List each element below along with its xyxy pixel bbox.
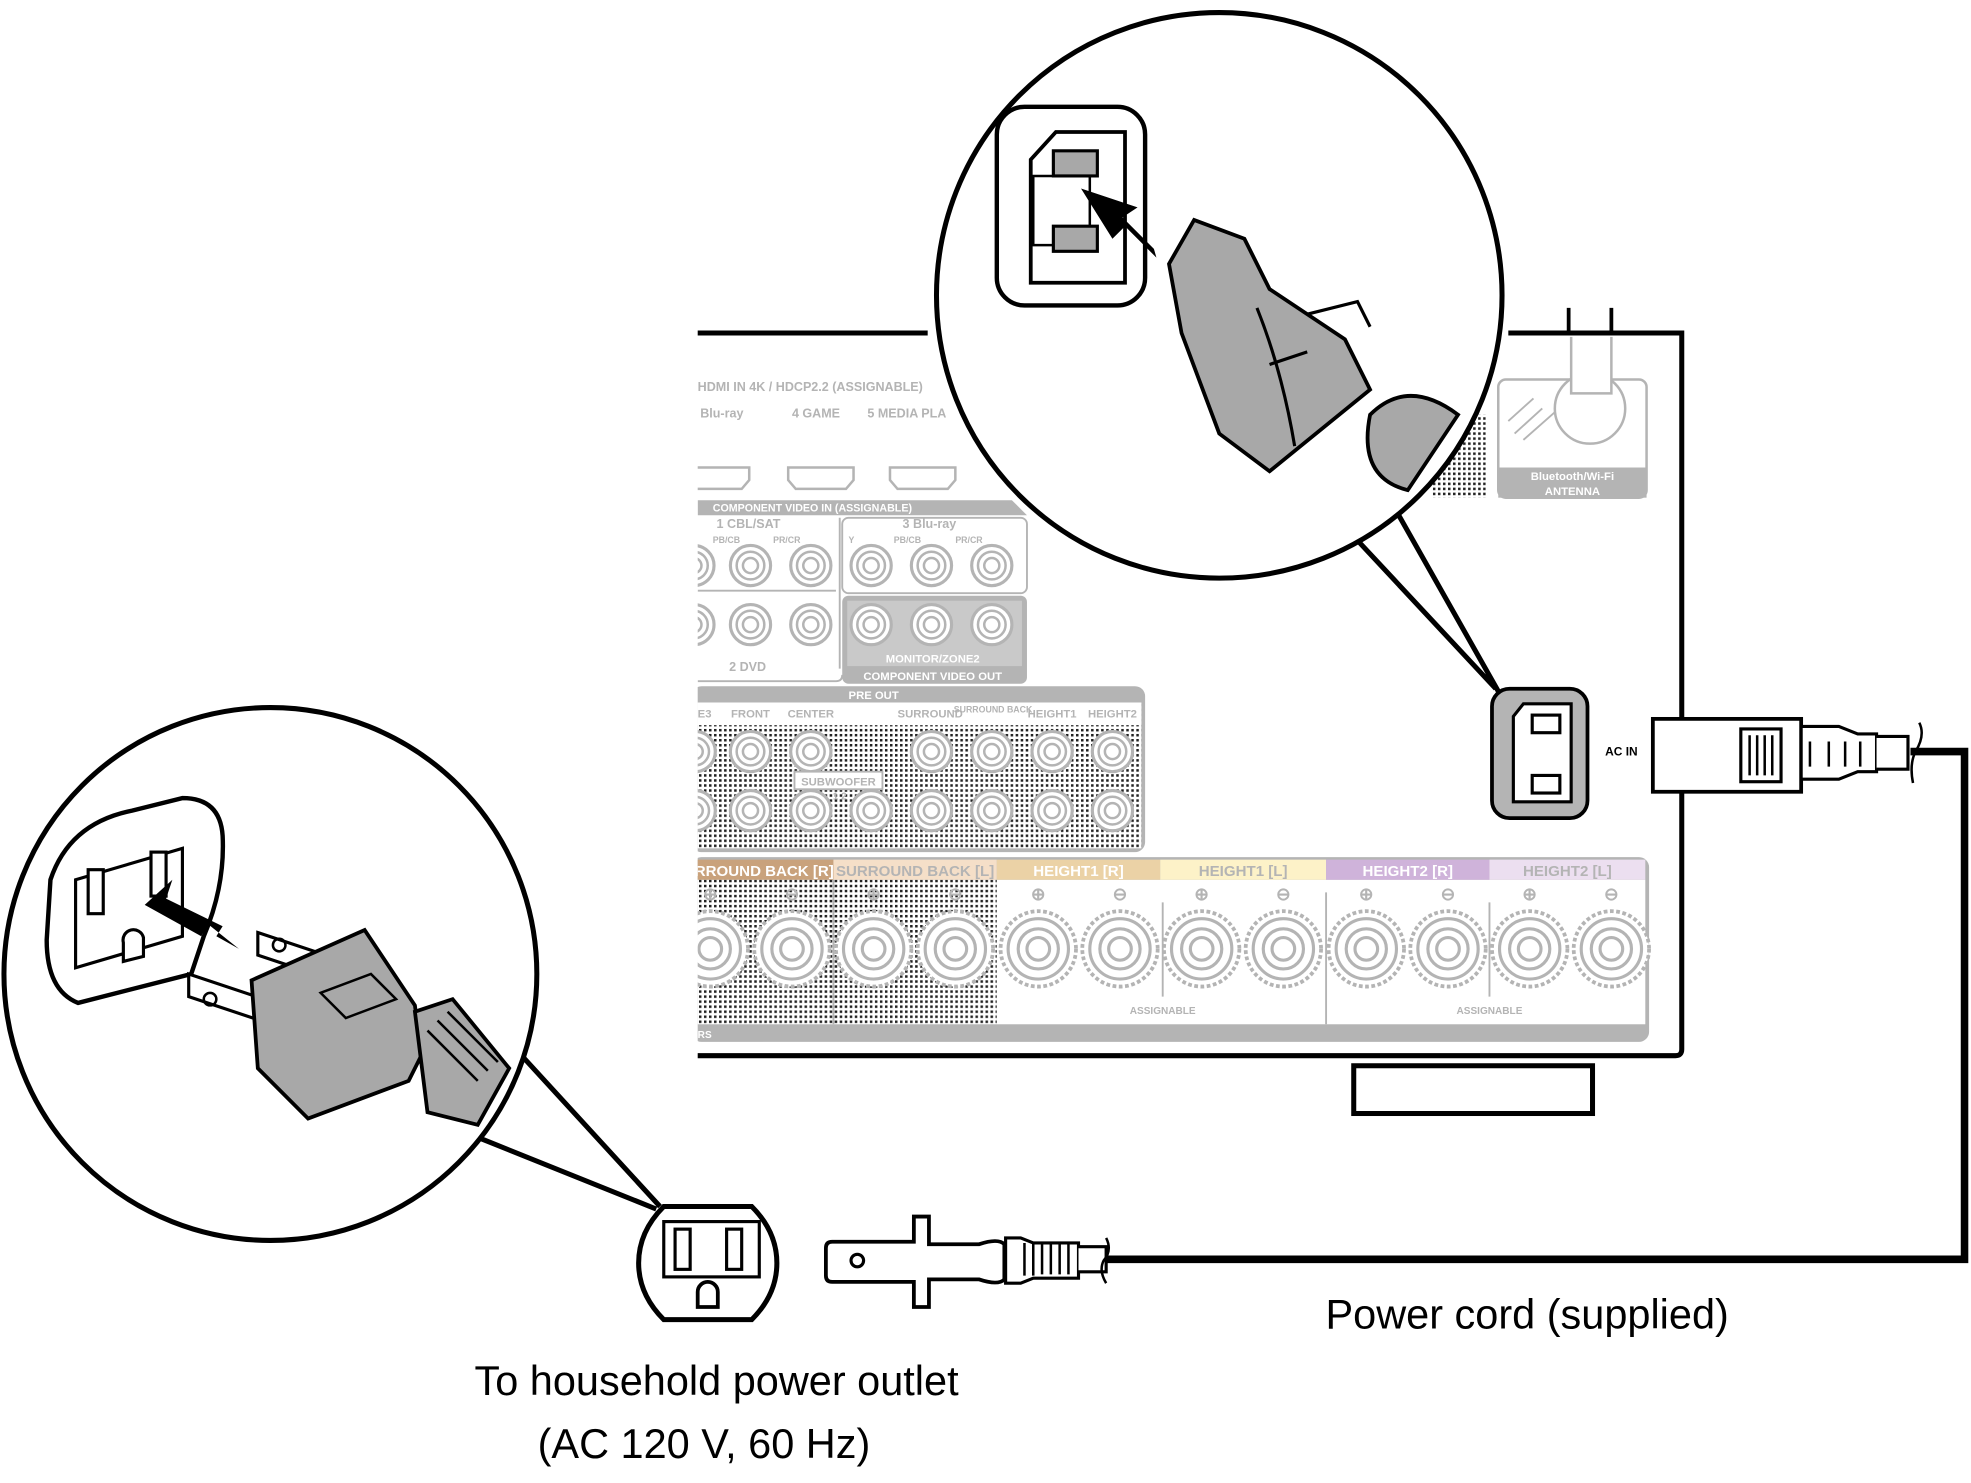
component-group-label: 2 DVD bbox=[729, 660, 766, 674]
assignable-label: ASSIGNABLE bbox=[1130, 1006, 1196, 1017]
speaker-terminals: ⊕ ⊖ ⊕ ⊖ ⊕ ⊖ ⊕ ⊖ ⊕ ⊖ ⊕ ⊖ bbox=[673, 884, 1651, 989]
speaker-terminal[interactable] bbox=[1490, 909, 1570, 989]
pre-out-channel: FRONT bbox=[731, 709, 770, 721]
component-group-label: 3 Blu-ray bbox=[903, 517, 957, 531]
speaker-terminal[interactable] bbox=[998, 909, 1078, 989]
minus-icon: ⊖ bbox=[1604, 884, 1619, 904]
plus-icon: ⊕ bbox=[1359, 884, 1374, 904]
speaker-header: HEIGHT2 [L] bbox=[1489, 859, 1646, 880]
hdmi-input-label: Blu-ray bbox=[700, 406, 743, 420]
component-group-label: 1 CBL/SAT bbox=[717, 517, 781, 531]
ac-in-label: AC IN bbox=[1605, 744, 1637, 758]
minus-icon: ⊖ bbox=[1113, 884, 1128, 904]
insert-arrow-icon bbox=[144, 879, 239, 949]
ac-inlet[interactable] bbox=[1490, 686, 1590, 821]
speaker-terminal[interactable] bbox=[1408, 909, 1488, 989]
jack-label: PB/CB bbox=[713, 535, 740, 545]
speaker-terminal[interactable] bbox=[1571, 909, 1651, 989]
speaker-header-label: HEIGHT1 [L] bbox=[1199, 863, 1288, 880]
component-out-label: COMPONENT VIDEO OUT bbox=[863, 671, 1002, 683]
subwoofer-numbers: 1 2 bbox=[833, 791, 847, 802]
plus-icon: ⊕ bbox=[866, 884, 881, 904]
plus-icon: ⊕ bbox=[1031, 884, 1046, 904]
monitor-zone2-label: MONITOR/ZONE2 bbox=[886, 653, 980, 665]
hdmi-header: HDMI IN 4K / HDCP2.2 (ASSIGNABLE) bbox=[698, 380, 923, 394]
pre-out-header: PRE OUT bbox=[849, 690, 899, 702]
speaker-header-label: HEIGHT2 [R] bbox=[1363, 863, 1453, 880]
pre-out-channel: CENTER bbox=[788, 709, 834, 721]
jack-label: PR/CR bbox=[955, 535, 983, 545]
subwoofer-label: SUBWOOFER bbox=[801, 776, 876, 788]
speaker-header-label: SURROUND BACK [L] bbox=[836, 863, 994, 880]
hdmi-input-label: 4 GAME bbox=[792, 406, 840, 420]
speaker-header-label: HEIGHT1 [R] bbox=[1033, 863, 1123, 880]
minus-icon: ⊖ bbox=[785, 884, 800, 904]
speaker-headers: RROUND BACK [R]SURROUND BACK [L] HEIGHT1 … bbox=[695, 859, 1646, 880]
wall-plug bbox=[824, 1214, 1110, 1309]
speakers-footer: RS bbox=[698, 1030, 712, 1041]
outlet-caption-line2: (AC 120 V, 60 Hz) bbox=[538, 1420, 871, 1467]
iec-connector bbox=[1650, 716, 1910, 794]
plus-icon: ⊕ bbox=[703, 884, 718, 904]
pre-out-channel: SURROUND BACK bbox=[954, 705, 1033, 715]
hdmi-input-label: 5 MEDIA PLA bbox=[867, 406, 946, 420]
speaker-terminal[interactable] bbox=[1243, 909, 1323, 989]
jack-label: PR/CR bbox=[773, 535, 801, 545]
assignable-label: ASSIGNABLE bbox=[1457, 1006, 1523, 1017]
speaker-terminal[interactable] bbox=[752, 909, 832, 989]
pre-out-channel: SURROUND bbox=[898, 709, 963, 721]
minus-icon: ⊖ bbox=[1276, 884, 1291, 904]
insert-arrow-icon bbox=[1081, 188, 1157, 258]
jack-label: PB/CB bbox=[894, 535, 921, 545]
wall-outlet[interactable] bbox=[636, 1203, 780, 1323]
speaker-terminal[interactable] bbox=[1162, 909, 1242, 989]
speaker-terminal[interactable] bbox=[1080, 909, 1160, 989]
minus-icon: ⊖ bbox=[948, 884, 963, 904]
plus-icon: ⊕ bbox=[1522, 884, 1537, 904]
outlet-caption-line1: To household power outlet bbox=[474, 1357, 959, 1404]
plus-icon: ⊕ bbox=[1194, 884, 1209, 904]
chassis-outline bbox=[697, 330, 1685, 1059]
component-in-header: COMPONENT VIDEO IN (ASSIGNABLE) bbox=[713, 503, 913, 515]
power-cord[interactable] bbox=[824, 716, 1969, 1309]
hdmi-ports bbox=[697, 466, 957, 491]
speaker-header-label: HEIGHT2 [L] bbox=[1523, 863, 1612, 880]
minus-icon: ⊖ bbox=[1441, 884, 1456, 904]
speaker-header: RROUND BACK [R] bbox=[695, 859, 834, 880]
ac-inlet-magnifier-callout bbox=[933, 10, 1505, 693]
speaker-header: SURROUND BACK [L] bbox=[833, 859, 997, 880]
speaker-header: HEIGHT1 [L] bbox=[1160, 859, 1327, 880]
speaker-terminal[interactable] bbox=[834, 909, 914, 989]
speaker-header: HEIGHT2 [R] bbox=[1326, 859, 1490, 880]
pre-out-channel: HEIGHT2 bbox=[1088, 709, 1137, 721]
speaker-header: HEIGHT1 [R] bbox=[996, 859, 1161, 880]
speaker-terminal[interactable] bbox=[673, 909, 750, 989]
speaker-terminal[interactable] bbox=[915, 909, 995, 989]
pre-out-channel: HEIGHT1 bbox=[1028, 709, 1077, 721]
speaker-terminal[interactable] bbox=[1326, 909, 1406, 989]
pre-out-channel: E3 bbox=[698, 709, 712, 721]
antenna-label: Bluetooth/Wi-Fi bbox=[1531, 471, 1614, 483]
power-cord-caption: Power cord (supplied) bbox=[1325, 1290, 1728, 1337]
speaker-header-label: RROUND BACK [R] bbox=[695, 863, 834, 880]
outlet-magnifier-callout bbox=[1, 705, 662, 1243]
chassis-foot bbox=[1351, 1063, 1596, 1117]
jack-label: Y bbox=[849, 535, 855, 545]
antenna-label: ANTENNA bbox=[1545, 486, 1600, 498]
component-in-header-bar bbox=[697, 500, 1027, 516]
